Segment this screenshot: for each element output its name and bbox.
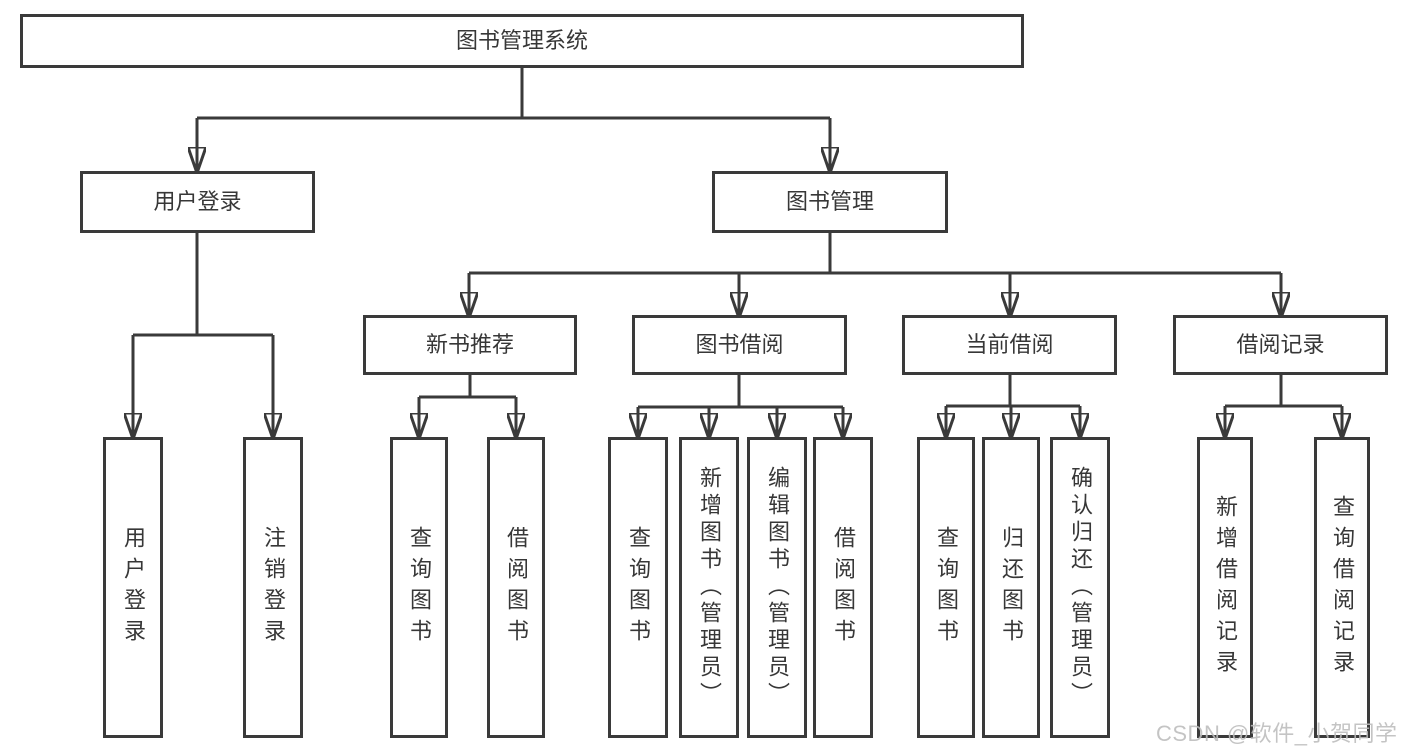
connector-user-login-children [133,233,273,437]
node-new-book-recommend: 新书推荐 [363,315,577,375]
leaf-return-books: 归还图书 [982,437,1040,738]
connector-new-book-rec-children [419,375,516,437]
leaf-query-books-recommend: 查询图书 [390,437,448,738]
leaf-add-borrow-record: 新增借阅记录 [1197,437,1253,738]
node-user-login: 用户登录 [80,171,315,233]
leaf-confirm-return-admin: 确认归还（管理员） [1050,437,1110,738]
connector-root-to-level2 [197,68,830,171]
node-borrowing-records: 借阅记录 [1173,315,1388,375]
leaf-query-books-current: 查询图书 [917,437,975,738]
leaf-add-book-admin: 新增图书（管理员） [679,437,739,738]
leaf-borrow-books-recommend: 借阅图书 [487,437,545,738]
connector-book-mgmt-children [469,233,1281,316]
leaf-user-login: 用户登录 [103,437,163,738]
connector-book-borrow-children [638,375,843,437]
connector-current-borrow-children [946,375,1080,437]
leaf-edit-book-admin: 编辑图书（管理员） [747,437,807,738]
csdn-watermark: CSDN @软件_小贺同学 [1156,721,1398,746]
node-current-borrowing: 当前借阅 [902,315,1117,375]
connector-borrow-records-children [1225,375,1342,437]
leaf-query-books-borrowing: 查询图书 [608,437,668,738]
node-library-system: 图书管理系统 [20,14,1024,68]
node-book-borrowing: 图书借阅 [632,315,847,375]
leaf-logout: 注销登录 [243,437,303,738]
leaf-query-borrow-record: 查询借阅记录 [1314,437,1370,738]
leaf-borrow-books-borrowing: 借阅图书 [813,437,873,738]
node-book-management: 图书管理 [712,171,948,233]
